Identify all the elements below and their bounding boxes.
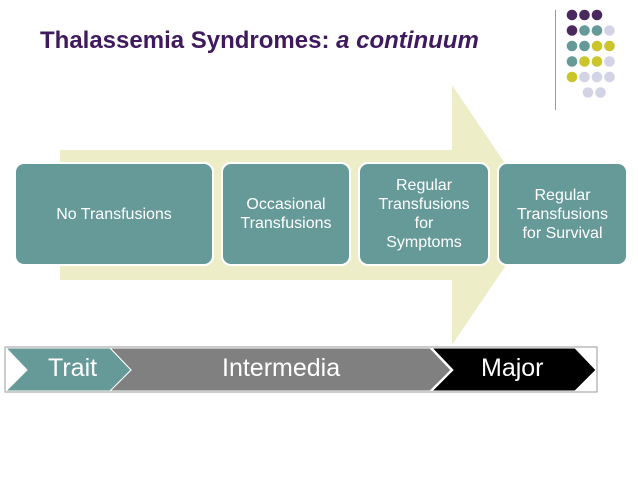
box-regular-transfusions-survival: Regular Transfusions for Survival <box>497 162 628 266</box>
stage-bar-frame <box>4 346 598 393</box>
title-main: Thalassemia Syndromes: <box>40 27 330 54</box>
decorative-dot <box>591 25 603 36</box>
stage-segment-major <box>430 347 597 392</box>
decorative-vertical-line <box>555 10 556 110</box>
decorative-dot <box>566 25 578 36</box>
title-emphasis: a continuum <box>336 27 479 54</box>
box-regular-transfusions-symptoms: Regular Transfusions for Symptoms <box>358 162 490 266</box>
decorative-dot <box>582 87 594 98</box>
decorative-dot <box>579 25 590 36</box>
decorative-dot <box>566 56 578 67</box>
decorative-dot <box>566 71 578 83</box>
box-no-transfusions: No Transfusions <box>14 162 214 266</box>
decorative-dot <box>604 25 615 36</box>
decorative-dot <box>579 56 590 67</box>
decorative-dot <box>591 71 603 83</box>
decorative-dot <box>566 9 578 21</box>
box-occasional-transfusions: Occasional Transfusions <box>221 162 351 266</box>
decorative-dot <box>566 40 578 52</box>
stage-label-major: Major <box>481 354 544 382</box>
decorative-dot <box>579 71 590 83</box>
decorative-dot <box>579 40 590 52</box>
decorative-dot <box>604 40 615 52</box>
decorative-dot <box>591 9 603 21</box>
stage-label-intermedia: Intermedia <box>222 354 341 382</box>
decorative-dot <box>595 87 606 98</box>
decorative-dot <box>579 9 590 21</box>
stage-label-trait: Trait <box>48 354 98 382</box>
decorative-dot <box>604 56 615 67</box>
decorative-dot <box>591 40 603 52</box>
stage-segment-trait <box>4 347 132 392</box>
slide-title: Thalassemia Syndromes: a continuum <box>40 27 479 55</box>
decorative-dot <box>604 71 615 83</box>
decorative-dot <box>591 56 603 67</box>
